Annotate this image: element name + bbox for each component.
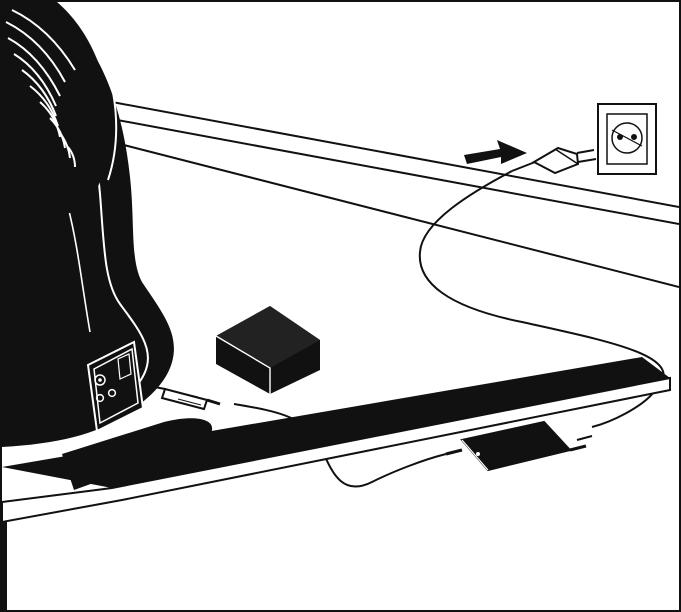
bike-power-port-panel — [86, 340, 145, 433]
wall-baseboard — [111, 101, 679, 288]
dc-cable — [233, 403, 447, 488]
mains-plug — [511, 146, 597, 175]
flywheel-cover — [2, 2, 118, 215]
power-adapter — [445, 420, 593, 472]
wall-socket — [597, 103, 657, 175]
arrow-to-socket — [464, 140, 527, 164]
